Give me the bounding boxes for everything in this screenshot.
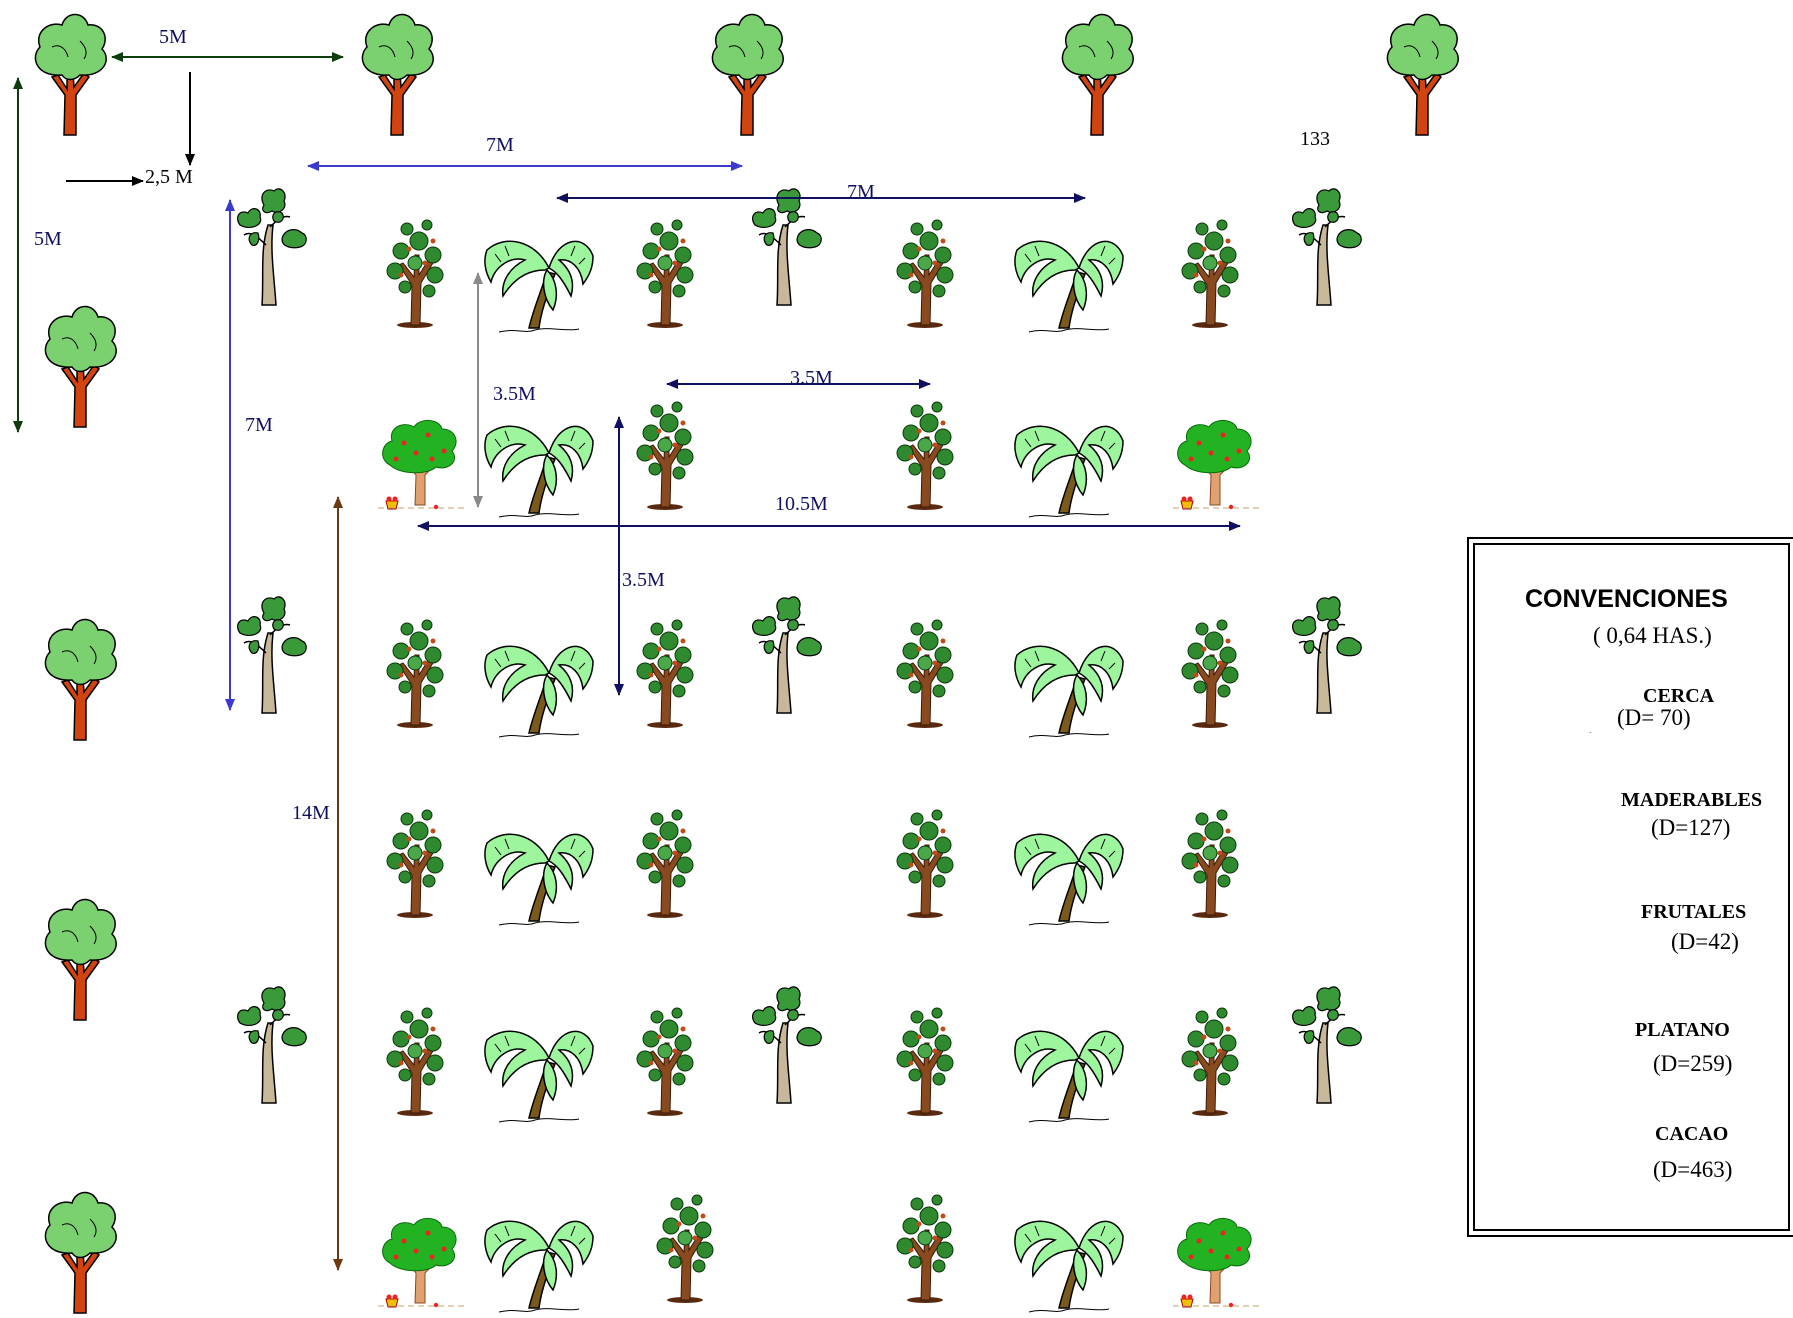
cacao-tree-icon: [896, 1007, 954, 1117]
platano-palm-icon: [1014, 833, 1124, 926]
maderable-tree-icon: [1291, 986, 1363, 1104]
cacao-tree-icon: [386, 809, 444, 919]
maderable-tree-icon: [751, 986, 823, 1104]
cerca-tree-icon: [1386, 13, 1459, 136]
platano-palm-icon: [484, 833, 594, 926]
legend-item-cacao-name: CACAO: [1655, 1123, 1729, 1145]
maderable-tree-icon: [751, 596, 823, 714]
cacao-tree-icon: [1181, 809, 1239, 919]
legend-item-platano-name: PLATANO: [1635, 1019, 1730, 1041]
label-5m-left: 5M: [34, 228, 62, 250]
cerca-tree-icon: [44, 1191, 117, 1314]
label-5m-top: 5M: [159, 26, 187, 48]
cerca-tree-icon: [34, 13, 107, 136]
dimension-arrows: [13, 52, 1241, 1271]
platano-palm-icon: [1014, 425, 1124, 518]
platano-palm-icon: [484, 240, 594, 333]
platano-palm-icon: [1014, 645, 1124, 738]
label-7m-vertical: 7M: [245, 414, 273, 436]
cacao-tree-icon: [386, 619, 444, 729]
maderable-tree-icon: [1517, 729, 1597, 847]
platano-palm-icon: [1509, 977, 1595, 1077]
platano-palm-icon: [484, 425, 594, 518]
platano-palm-icon: [484, 645, 594, 738]
cacao-tree-icon: [1181, 619, 1239, 729]
label-133: 133: [1300, 128, 1330, 150]
platano-palm-icon: [484, 1030, 594, 1123]
legend-item-maderables-name: MADERABLES: [1621, 789, 1763, 811]
frutal-tree-icon: [1172, 1217, 1260, 1308]
cacao-tree-icon: [636, 219, 694, 329]
cacao-tree-icon: [896, 809, 954, 919]
label-7m-blue: 7M: [486, 134, 514, 156]
label-7m-navy: 7M: [847, 181, 875, 203]
maderable-tree-icon: [1291, 596, 1363, 714]
label-3-5m-vertical: 3.5M: [622, 569, 665, 591]
cerca-tree-icon: [44, 898, 117, 1021]
cerca-tree-icon: [44, 305, 117, 428]
cacao-tree-icon: [896, 401, 954, 511]
cerca-tree-icon: [361, 13, 434, 136]
legend-title: CONVENCIONES: [1525, 585, 1728, 613]
label-14m: 14M: [292, 802, 330, 824]
dimension-labels: 5M 2,5 M 5M 7M 7M 7M 3.5M 3.5M 10.5M 3.5…: [34, 26, 1330, 824]
legend-item-frutales-name: FRUTALES: [1641, 901, 1747, 923]
platano-palm-icon: [1014, 240, 1124, 333]
platano-palm-icon: [1014, 1030, 1124, 1123]
legend-item-frutales-density: (D=42): [1671, 929, 1739, 954]
cacao-tree-icon: [1181, 219, 1239, 329]
frutal-tree-icon: [1172, 419, 1260, 510]
cacao-tree-icon: [386, 1007, 444, 1117]
maderable-tree-icon: [236, 986, 308, 1104]
cerca-tree-icon: [1061, 13, 1134, 136]
cerca-tree-icon: [44, 618, 117, 741]
cacao-tree-icon: [1181, 1007, 1239, 1117]
legend-item-cerca-name: CERCA: [1643, 685, 1715, 707]
cacao-tree-icon: [896, 1194, 954, 1304]
legend-panel: CONVENCIONES ( 0,64 HAS.) CERCA (D= 70) …: [1467, 537, 1793, 1237]
label-3-5m-horizontal: 3.5M: [790, 367, 833, 389]
label-2-5m: 2,5 M: [145, 166, 193, 188]
cacao-tree-icon: [636, 809, 694, 919]
cacao-tree-icon: [636, 619, 694, 729]
label-3-5m-gray: 3.5M: [493, 383, 536, 405]
maderable-tree-icon: [236, 188, 308, 306]
cacao-tree-icon: [896, 619, 954, 729]
platano-palm-icon: [1014, 1220, 1124, 1313]
maderable-tree-icon: [236, 596, 308, 714]
legend-item-platano-density: (D=259): [1653, 1051, 1733, 1076]
cacao-tree-icon: [636, 1007, 694, 1117]
cacao-tree-icon: [636, 401, 694, 511]
maderable-tree-icon: [1291, 188, 1363, 306]
cacao-tree-icon: [896, 219, 954, 329]
cerca-tree-icon: [1559, 731, 1591, 733]
cerca-tree-icon: [711, 13, 784, 136]
cacao-tree-icon: [656, 1194, 714, 1304]
label-10-5m: 10.5M: [775, 493, 828, 515]
tree-grid: [34, 13, 1459, 1314]
cacao-tree-icon: [1513, 1087, 1597, 1207]
maderable-tree-icon: [751, 188, 823, 306]
platano-palm-icon: [484, 1220, 594, 1313]
frutal-tree-icon: [377, 1217, 465, 1308]
legend-area: ( 0,64 HAS.): [1593, 623, 1712, 648]
legend-item-cerca-density: (D= 70): [1617, 705, 1691, 730]
legend-item-maderables-density: (D=127): [1651, 815, 1731, 840]
cacao-tree-icon: [386, 219, 444, 329]
legend-item-cacao-density: (D=463): [1653, 1157, 1733, 1182]
frutal-tree-icon: [1507, 849, 1607, 969]
frutal-tree-icon: [377, 419, 465, 510]
